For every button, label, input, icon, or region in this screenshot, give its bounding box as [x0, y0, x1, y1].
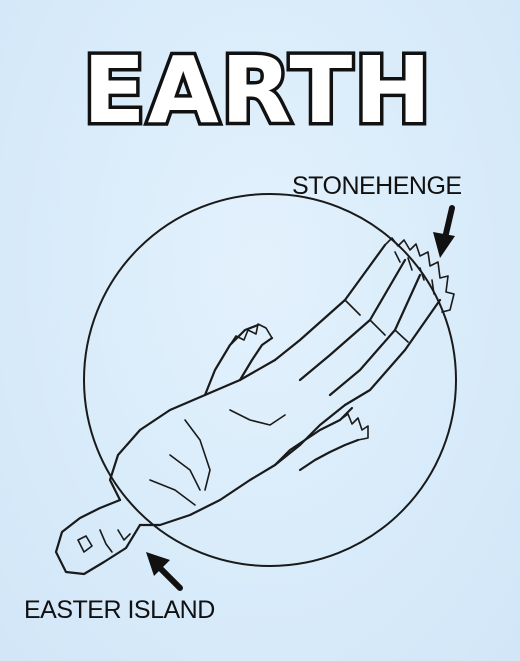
arrow-up-left-icon — [146, 552, 183, 591]
page-title: EARTH — [83, 37, 434, 144]
giant-figure — [54, 237, 455, 576]
title-graphic: EARTH — [79, 34, 435, 148]
stonehenge-label: STONEHENGE — [292, 172, 462, 200]
earth-circle — [83, 193, 457, 567]
easter-island-label: EASTER ISLAND — [24, 596, 215, 624]
arrow-down-icon — [433, 205, 455, 258]
